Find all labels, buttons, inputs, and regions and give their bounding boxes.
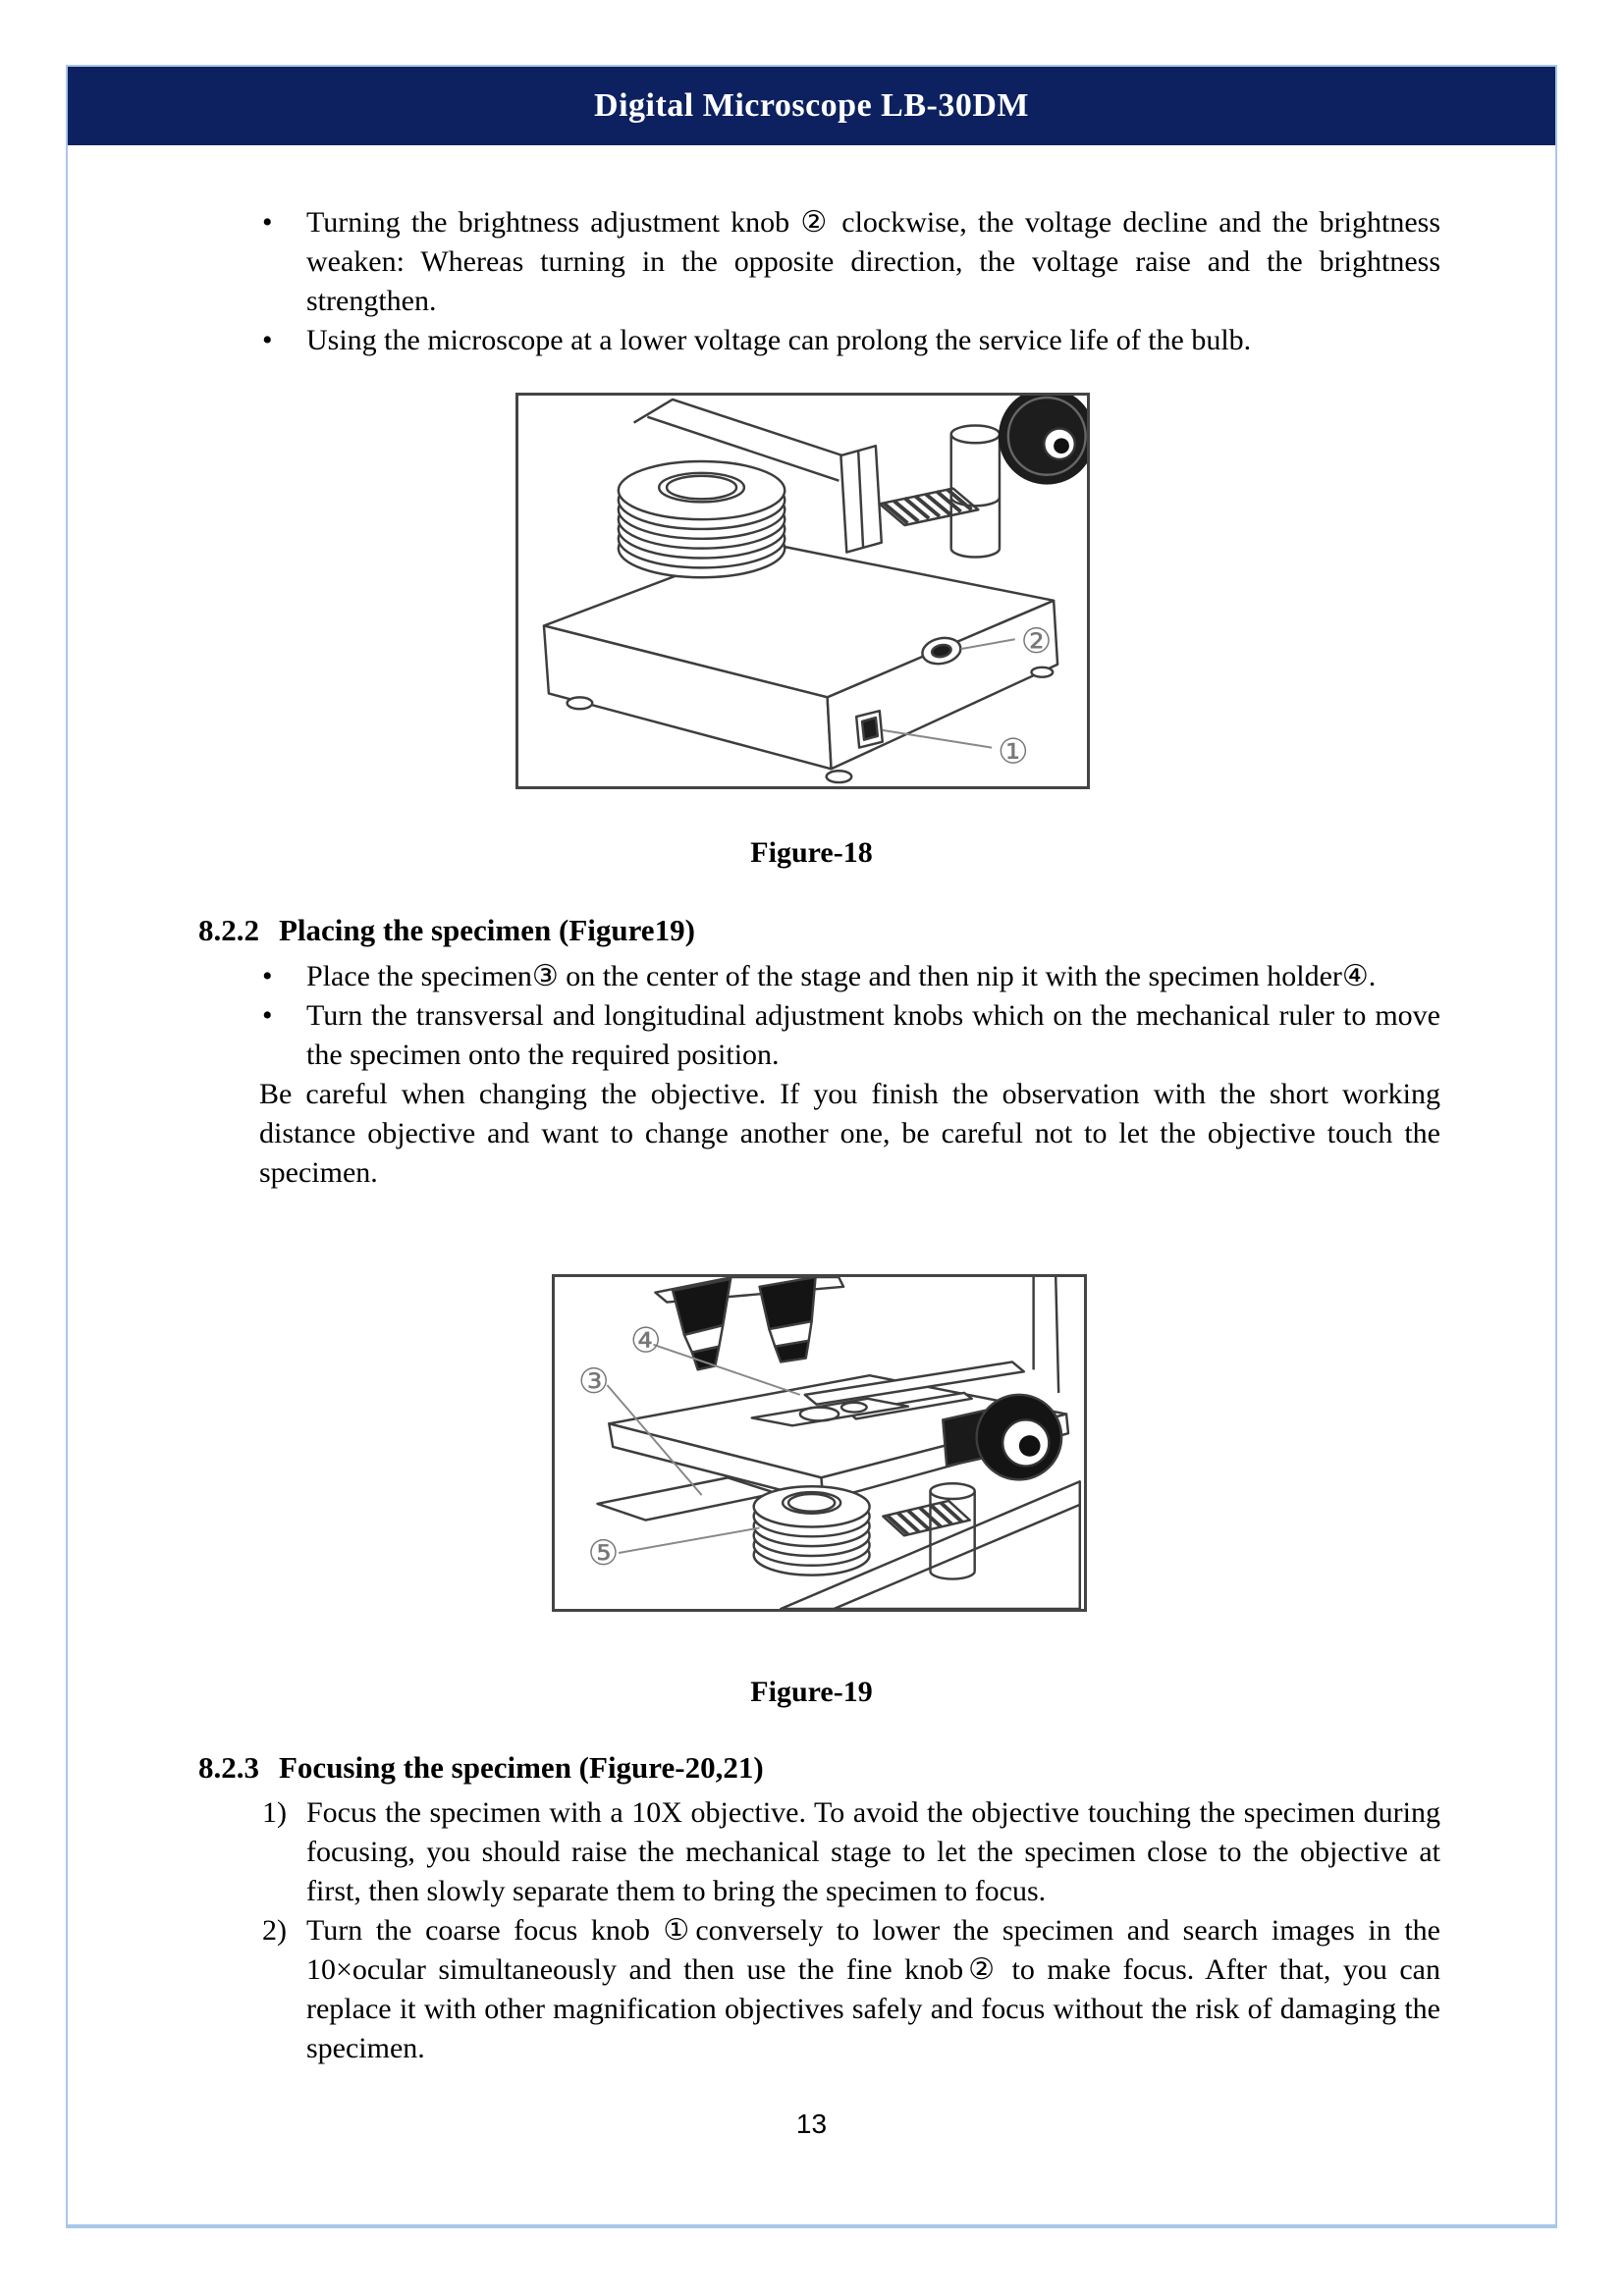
bullet-text: Turning the brightness adjustment knob ②… xyxy=(306,206,1440,317)
list-item: • Turn the transversal and longitudinal … xyxy=(262,996,1440,1075)
collector-lens-spiral xyxy=(752,1484,871,1576)
figure-label-3: ③ xyxy=(578,1362,610,1402)
section-8-2-2-body: • Place the specimen③ on the center of t… xyxy=(259,957,1440,1193)
manual-page-frame: Digital Microscope LB-30DM • Turning the… xyxy=(66,65,1557,2228)
figure-18-caption: Figure-18 xyxy=(750,836,873,869)
section-8-2-3-heading: 8.2.3 Focusing the specimen (Figure-20,2… xyxy=(198,1750,764,1786)
figure-19-caption: Figure-19 xyxy=(750,1676,873,1708)
page-number: 13 xyxy=(795,2109,828,2139)
microscope-stage-drawing: ③ ④ ⑤ xyxy=(578,1277,1082,1609)
bullet-text: Using the microscope at a lower voltage … xyxy=(306,324,1252,356)
list-item: • Turning the brightness adjustment knob… xyxy=(262,203,1440,321)
bullet-marker: • xyxy=(262,206,273,239)
list-item: • Place the specimen③ on the center of t… xyxy=(262,957,1440,996)
microscope-base-drawing: ② ① xyxy=(542,396,1087,784)
section-title: Focusing the specimen (Figure-20,21) xyxy=(279,1750,764,1785)
section-number: 8.2.2 xyxy=(198,913,259,947)
bullet-marker: • xyxy=(262,324,273,356)
figure-label-2: ② xyxy=(1021,621,1053,662)
collector-lens-spiral xyxy=(617,459,786,579)
item-marker: 2) xyxy=(262,1914,287,1947)
figure-label-4: ④ xyxy=(630,1321,662,1362)
figure-label-5: ⑤ xyxy=(588,1533,620,1574)
caution-note: Be careful when changing the objective. … xyxy=(259,1078,1440,1189)
header-bar: Digital Microscope LB-30DM xyxy=(68,67,1555,145)
intro-bullet-list: • Turning the brightness adjustment knob… xyxy=(262,203,1440,360)
section-8-2-3-body: 1) Focus the specimen with a 10X objecti… xyxy=(262,1793,1440,2068)
numbered-item: 2) Turn the coarse focus knob ①conversel… xyxy=(262,1911,1440,2068)
item-text: Focus the specimen with a 10X objective.… xyxy=(306,1796,1440,1907)
section-number: 8.2.3 xyxy=(198,1750,259,1785)
section-8-2-2-heading: 8.2.2 Placing the specimen (Figure19) xyxy=(198,913,695,948)
numbered-item: 1) Focus the specimen with a 10X objecti… xyxy=(262,1793,1440,1911)
bullet-text: Place the specimen③ on the center of the… xyxy=(306,960,1377,992)
figure-19-image: ③ ④ ⑤ xyxy=(552,1274,1087,1612)
bullet-marker: • xyxy=(262,999,273,1032)
figure-18-image: ② ① xyxy=(515,393,1090,789)
page-title: Digital Microscope LB-30DM xyxy=(594,87,1029,124)
item-marker: 1) xyxy=(262,1796,287,1829)
list-item: • Using the microscope at a lower voltag… xyxy=(262,321,1440,360)
section-title: Placing the specimen (Figure19) xyxy=(279,913,695,947)
bullet-text: Turn the transversal and longitudinal ad… xyxy=(306,999,1440,1071)
figure-label-1: ① xyxy=(998,731,1029,772)
item-text: Turn the coarse focus knob ①conversely t… xyxy=(306,1914,1440,2064)
bullet-marker: • xyxy=(262,960,273,992)
